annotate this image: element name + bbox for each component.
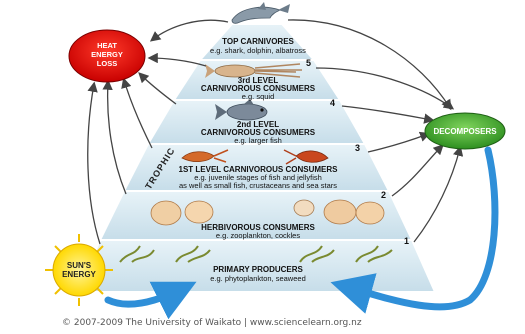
sun-label-line2: ENERGY <box>62 270 96 279</box>
level-3-example: e.g. larger fish <box>234 136 282 145</box>
level-number-5: 5 <box>306 58 311 68</box>
level-1-example: e.g. zooplankton, cockles <box>216 231 300 240</box>
level-number-2: 2 <box>381 190 386 200</box>
decomposers-label: DECOMPOSERS <box>433 127 497 136</box>
level-2-example-line2: as well as small fish, crustaceans and s… <box>179 181 337 190</box>
decomposers-node: DECOMPOSERS <box>425 113 505 149</box>
dolphin-icon <box>232 2 290 23</box>
level-number-4: 4 <box>330 98 335 108</box>
level-number-1: 1 <box>404 236 409 246</box>
copyright-footer: © 2007-2009 The University of Waikato | … <box>62 318 362 328</box>
heat-label-line3: LOSS <box>97 59 117 68</box>
sun-label-line1: SUN'S <box>67 261 92 270</box>
level-5-example: e.g. shark, dolphin, albatross <box>210 46 306 55</box>
producers-example: e.g. phytoplankton, seaweed <box>210 274 306 283</box>
level-4-example: e.g. squid <box>242 92 275 101</box>
heat-label-line1: HEAT <box>97 41 117 50</box>
producers-title: PRIMARY PRODUCERS <box>213 265 303 274</box>
level-number-3: 3 <box>355 143 360 153</box>
heat-energy-loss-node: HEAT ENERGY LOSS <box>69 30 145 82</box>
heat-label-line2: ENERGY <box>91 50 123 59</box>
level-5-title: TOP CARNIVORES <box>222 37 294 46</box>
